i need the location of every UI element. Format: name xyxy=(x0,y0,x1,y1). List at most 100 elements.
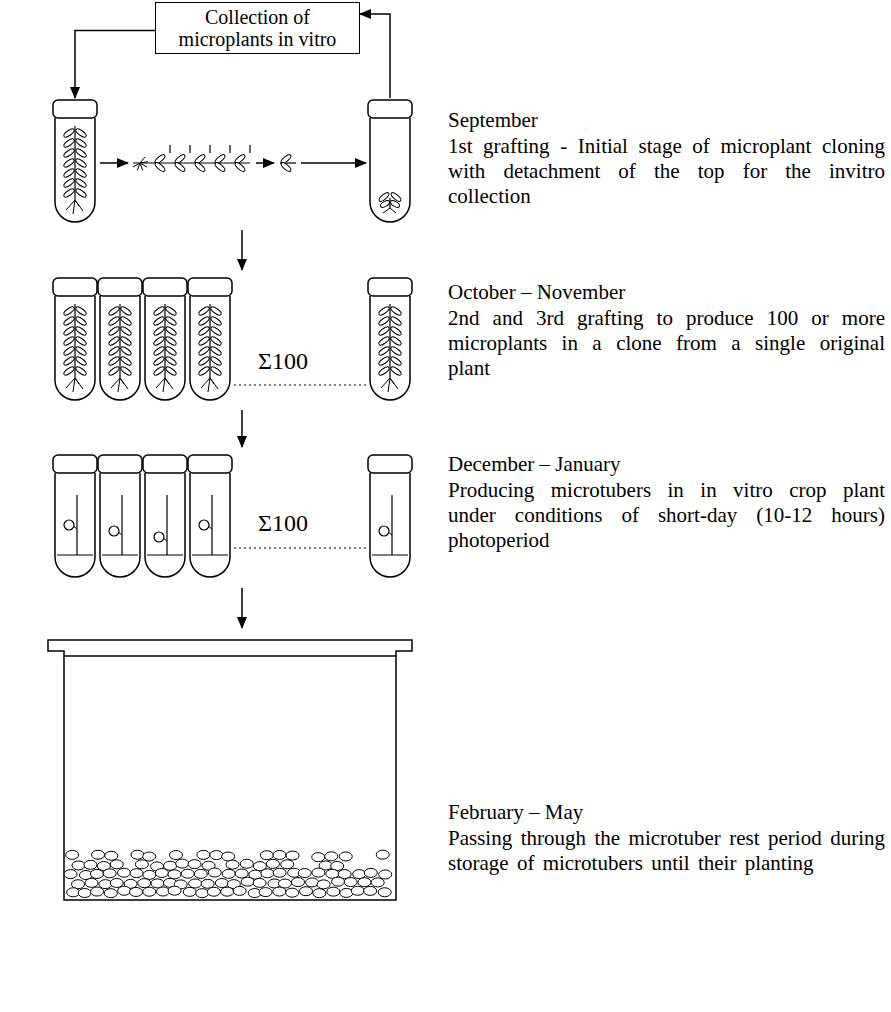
leaf xyxy=(63,366,76,377)
stored-microtuber xyxy=(183,887,196,896)
stored-microtuber xyxy=(261,869,274,878)
leaf xyxy=(234,161,246,172)
test-tube xyxy=(53,278,97,400)
leaf xyxy=(390,366,403,377)
leaf xyxy=(75,138,88,149)
stored-microtuber xyxy=(306,878,319,887)
leaf xyxy=(165,326,178,337)
leaf xyxy=(75,316,88,327)
root xyxy=(73,378,75,392)
root xyxy=(75,378,79,384)
test-tube xyxy=(143,278,187,400)
root xyxy=(75,200,79,206)
tray-rim xyxy=(48,640,412,656)
tube-body xyxy=(55,118,95,222)
tube-cap xyxy=(368,100,412,118)
root xyxy=(390,378,398,389)
stage-description: 2nd and 3rd grafting to produce 100 or m… xyxy=(448,306,885,381)
root xyxy=(120,378,128,389)
leaf xyxy=(75,356,88,367)
tube-body xyxy=(145,296,185,400)
cut-mark xyxy=(189,145,190,153)
root xyxy=(210,378,218,389)
test-tube xyxy=(143,455,187,577)
stored-microtuber xyxy=(317,880,330,889)
leaf xyxy=(63,138,76,149)
leaf xyxy=(210,326,223,337)
leaf xyxy=(165,316,178,327)
leaf xyxy=(120,326,133,337)
leaf xyxy=(174,161,186,172)
stored-microtuber xyxy=(110,878,123,887)
leaf xyxy=(108,306,121,317)
down-arrow xyxy=(241,410,243,447)
root xyxy=(75,378,83,389)
leaf xyxy=(75,188,88,199)
root xyxy=(163,378,165,392)
single-cutting xyxy=(280,153,296,172)
apex-leaf xyxy=(140,163,143,171)
tube-cap xyxy=(53,455,97,473)
stored-microtuber xyxy=(286,888,299,897)
leaf xyxy=(153,326,166,337)
stored-microtuber xyxy=(376,850,389,859)
leaf xyxy=(378,356,391,367)
leaf xyxy=(390,356,403,367)
down-arrow xyxy=(241,588,243,628)
leaf xyxy=(198,336,211,347)
leaf xyxy=(378,366,391,377)
cut-shoot xyxy=(133,145,250,173)
stage-description: Producing microtubers in in vitro crop p… xyxy=(448,478,885,553)
stored-microtuber xyxy=(84,860,97,869)
leaf xyxy=(165,346,178,357)
leaf xyxy=(153,346,166,357)
leaf xyxy=(120,346,133,357)
leaf xyxy=(108,336,121,347)
leaf xyxy=(210,336,223,347)
stored-microtuber xyxy=(117,868,130,877)
leaf xyxy=(120,306,133,317)
stored-microtuber xyxy=(266,859,279,868)
leaf xyxy=(210,316,223,327)
stored-microtuber xyxy=(327,887,340,896)
stored-microtuber xyxy=(131,850,144,859)
box-text: Collection of microplants in vitro xyxy=(166,6,349,50)
leaf xyxy=(379,199,390,208)
stored-microtuber xyxy=(103,869,116,878)
stored-microtuber xyxy=(92,850,105,859)
leaf xyxy=(378,346,391,357)
tube-body xyxy=(145,473,185,577)
stored-microtuber xyxy=(379,870,392,879)
leaf xyxy=(154,161,166,172)
leaf xyxy=(75,158,88,169)
leaf xyxy=(198,366,211,377)
root xyxy=(210,378,214,384)
medium-surface xyxy=(57,554,93,555)
leaf xyxy=(108,326,121,337)
flow-arrow xyxy=(100,162,128,164)
leaf xyxy=(75,366,88,377)
stored-microtuber xyxy=(105,851,118,860)
stored-microtuber xyxy=(259,888,272,897)
stored-microtuber xyxy=(332,877,345,886)
tube-cap xyxy=(368,278,412,296)
stored-microtuber xyxy=(130,869,143,878)
stored-microtuber xyxy=(253,878,266,887)
apex-leaf xyxy=(140,162,148,163)
leaf xyxy=(63,168,76,179)
test-tube xyxy=(53,100,97,222)
leaf xyxy=(108,356,121,367)
stored-microtuber xyxy=(168,886,181,895)
leaf xyxy=(63,148,76,159)
stored-microtuber xyxy=(155,868,168,877)
microtuber xyxy=(379,526,389,536)
sum-label: Σ100 xyxy=(256,347,310,375)
tube-cap xyxy=(368,455,412,473)
stem xyxy=(209,304,210,378)
leaf xyxy=(153,316,166,327)
leaf xyxy=(108,366,121,377)
cut-mark xyxy=(169,145,170,153)
stored-microtuber xyxy=(351,886,364,895)
tube-body xyxy=(100,473,140,577)
illustration-group xyxy=(48,14,412,900)
